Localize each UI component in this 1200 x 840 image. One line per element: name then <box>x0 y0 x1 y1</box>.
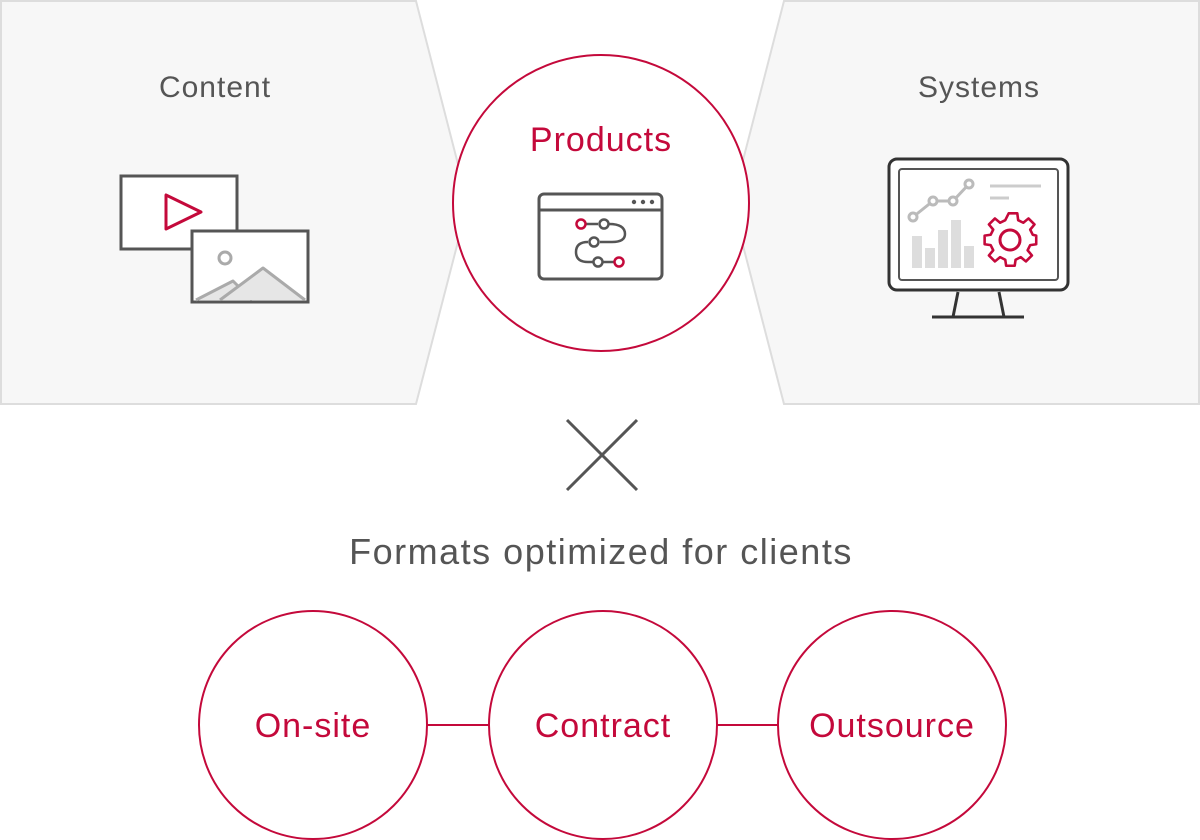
format-label-outsource: Outsource <box>809 707 975 745</box>
format-node-contract: Contract <box>488 610 718 840</box>
format-circle <box>488 610 718 840</box>
products-node: Products <box>452 54 750 352</box>
monitor-analytics-gear-icon <box>887 157 1070 319</box>
content-label: Content <box>159 71 271 104</box>
browser-flow-icon <box>537 192 664 281</box>
formats-heading: Formats optimized for clients <box>349 531 853 572</box>
systems-label: Systems <box>918 71 1040 104</box>
format-node-on-site: On-site <box>198 610 428 840</box>
products-label: Products <box>530 121 672 159</box>
format-label-on-site: On-site <box>255 707 372 745</box>
cross-multiply-icon <box>565 418 639 492</box>
format-circle <box>777 610 1007 840</box>
format-label-contract: Contract <box>535 707 672 745</box>
format-node-outsource: Outsource <box>777 610 1007 840</box>
content-panel: Content <box>0 0 470 405</box>
systems-panel: Systems <box>730 0 1200 405</box>
video-and-image-icon <box>119 174 310 304</box>
format-circle <box>198 610 428 840</box>
